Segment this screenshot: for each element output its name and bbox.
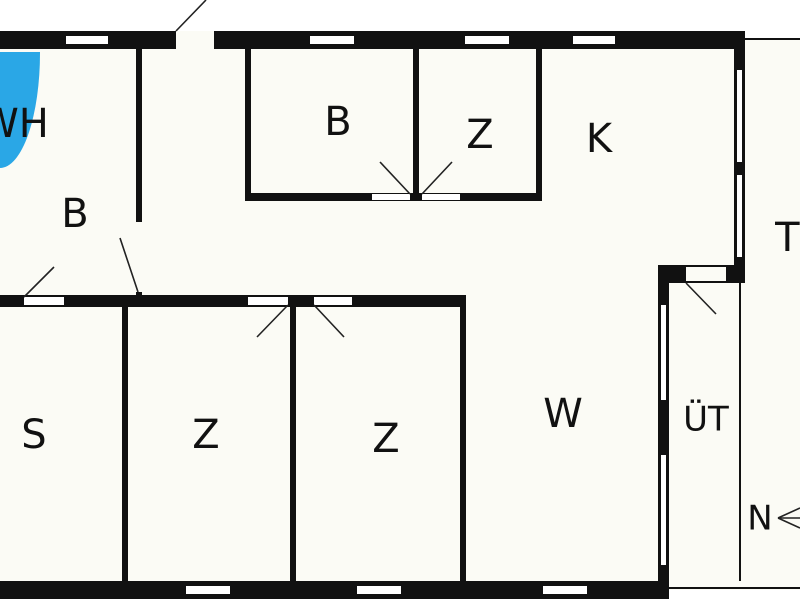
- bath-top-wall-divider: [413, 49, 419, 199]
- room-top-door-gap: [422, 194, 460, 200]
- compass-label: N: [747, 499, 772, 539]
- room-label-room-top: Z: [466, 112, 493, 158]
- room-label-living: W: [543, 391, 583, 437]
- middle-door-swing-2: [256, 304, 289, 338]
- middle-door-swing-1: [23, 266, 55, 298]
- bath-left-wall-right: [136, 49, 142, 299]
- window-top-1: [66, 36, 108, 44]
- utility-wall-left: [658, 265, 669, 599]
- terrace-line-inner: [739, 283, 741, 581]
- room-label-kitchen: K: [586, 116, 614, 162]
- room-label-bath-left: B: [61, 191, 88, 237]
- terrace-floor: [745, 40, 800, 590]
- bath-left-door-gap: [136, 222, 142, 292]
- middle-door-swing-3: [313, 304, 345, 338]
- utility-door-swing: [685, 282, 717, 315]
- floor-area: [0, 40, 745, 590]
- room-label-room-b: Z: [372, 416, 399, 462]
- room-b-wall-right: [460, 307, 466, 581]
- bath-top-wall-left: [245, 49, 251, 199]
- room-label-terrace: TE: [774, 215, 800, 261]
- outer-wall-bottom: [0, 581, 668, 599]
- room-a-wall-right: [290, 307, 296, 581]
- window-right-1: [737, 70, 742, 162]
- window-top-4: [573, 36, 615, 44]
- door-opening-top: [176, 31, 214, 49]
- door-swing-top: [175, 0, 207, 32]
- middle-wall: [0, 295, 466, 307]
- bath-top-door-gap: [372, 194, 410, 200]
- room-label-water-heater: WH: [0, 101, 49, 147]
- terrace-line-bottom: [668, 587, 800, 589]
- window-bottom-1: [186, 586, 230, 594]
- compass-arrow: [777, 507, 800, 529]
- window-top-2: [310, 36, 354, 44]
- room-top-wall-right: [536, 49, 542, 199]
- storage-wall-right: [122, 307, 128, 581]
- utility-door-gap: [686, 267, 726, 281]
- window-utility-2: [661, 455, 666, 565]
- bath-top-door-swing: [379, 161, 411, 195]
- room-label-bath-top: B: [324, 99, 351, 145]
- window-top-3: [465, 36, 509, 44]
- middle-door-gap-1: [24, 297, 64, 305]
- terrace-line-top: [745, 38, 800, 40]
- window-right-2: [737, 175, 742, 257]
- window-utility-1: [661, 305, 666, 400]
- middle-door-gap-3: [314, 297, 352, 305]
- middle-door-gap-2: [248, 297, 288, 305]
- room-label-utility: ÜT: [683, 399, 729, 440]
- water-heater-marker: [0, 52, 41, 169]
- room-label-storage: S: [21, 412, 46, 458]
- bath-left-door-swing: [119, 237, 139, 293]
- window-bottom-3: [543, 586, 587, 594]
- outer-wall-top: [0, 31, 745, 49]
- window-bottom-2: [357, 586, 401, 594]
- room-label-room-a: Z: [192, 412, 219, 458]
- room-top-door-swing: [421, 161, 453, 195]
